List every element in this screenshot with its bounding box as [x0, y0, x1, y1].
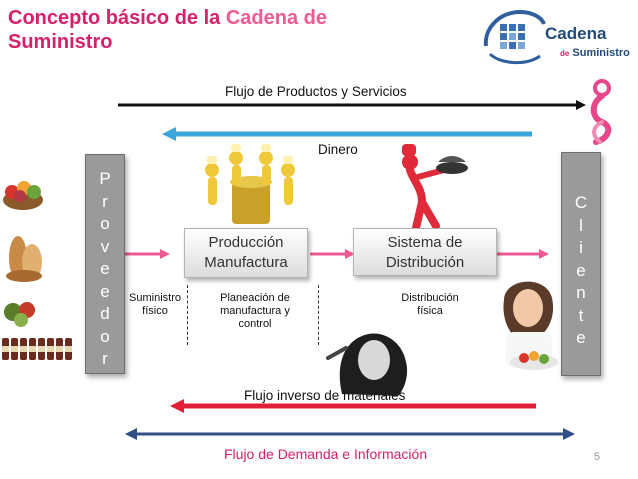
logo-suministro: Suministro	[572, 47, 630, 59]
distribucion-fisica-note: Distribución física	[390, 292, 470, 318]
distribucion-box: Sistema de Distribución	[353, 228, 497, 276]
products-flow-label: Flujo de Productos y Servicios	[225, 84, 407, 99]
wine-bottles-image	[0, 332, 80, 360]
proveedor_letters-letter: v	[100, 236, 110, 256]
dashed-separator-1	[187, 285, 188, 345]
slide-title: Concepto básico de la Cadena de Suminist…	[8, 6, 428, 54]
planeacion-note: Planeación de manufactura y control	[200, 292, 310, 331]
produccion-line-1: Producción	[208, 234, 284, 251]
proveedor_letters-letter: e	[100, 281, 110, 301]
distribucion-line-2: Distribución	[385, 254, 465, 271]
proveedor_letters-letter: d	[100, 304, 110, 323]
proveedor_letters-letter: r	[102, 349, 108, 368]
title-part-2: Cadena de	[225, 7, 327, 29]
cliente_letters-letter: n	[576, 283, 586, 302]
red-chef-image	[402, 144, 468, 232]
note-line: Suministro	[129, 292, 181, 304]
chefs-cooking-image	[205, 144, 295, 224]
demand-flow-label: Flujo de Demanda e Información	[224, 446, 428, 462]
logo-subtext: de Suministro	[560, 47, 630, 59]
suministro-fisico-note: Suministro físico	[124, 292, 186, 318]
note-line: manufactura y	[220, 305, 290, 317]
logo-de: de	[560, 49, 570, 58]
cliente_letters-letter: e	[576, 328, 586, 347]
proveedor_letters-letter: o	[100, 326, 110, 346]
proveedor_letters-letter: e	[100, 259, 110, 278]
distribucion-line-1: Sistema de	[387, 234, 463, 251]
proveedor_letters-letter: P	[99, 169, 111, 188]
woman-with-fruit-image	[503, 281, 558, 370]
money-flow-label: Dinero	[318, 142, 358, 157]
cliente_letters-letter: t	[578, 305, 584, 325]
logo-text: Cadena	[545, 24, 607, 43]
note-line: física	[417, 305, 443, 317]
note-line: Planeación de	[220, 292, 290, 304]
title-part-3: Suministro	[8, 31, 113, 53]
cliente_letters-letter: e	[576, 260, 586, 280]
proveedor_letters-letter: r	[102, 191, 108, 211]
vegetables-image	[3, 298, 39, 328]
cadena-logo-icon	[483, 9, 546, 64]
note-line: físico	[142, 305, 168, 317]
proveedor_letters-letter: o	[100, 214, 110, 233]
woman-thinking-image	[326, 333, 408, 396]
fruit-basket-image	[0, 172, 46, 212]
page-number: 5	[594, 451, 601, 463]
produccion-line-2: Manufactura	[204, 254, 288, 271]
note-line: Distribución	[401, 292, 459, 304]
bread-image	[2, 232, 46, 284]
pink-ribbon-icon	[590, 79, 612, 145]
dashed-separator-2	[318, 285, 319, 345]
note-line: control	[238, 318, 272, 330]
produccion-box: Producción Manufactura	[184, 228, 308, 278]
cliente_letters-letter: i	[579, 238, 583, 257]
title-part-1: Concepto básico de la	[8, 7, 226, 29]
cliente_letters-letter: C	[574, 193, 588, 212]
cliente_letters-letter: l	[579, 215, 583, 235]
